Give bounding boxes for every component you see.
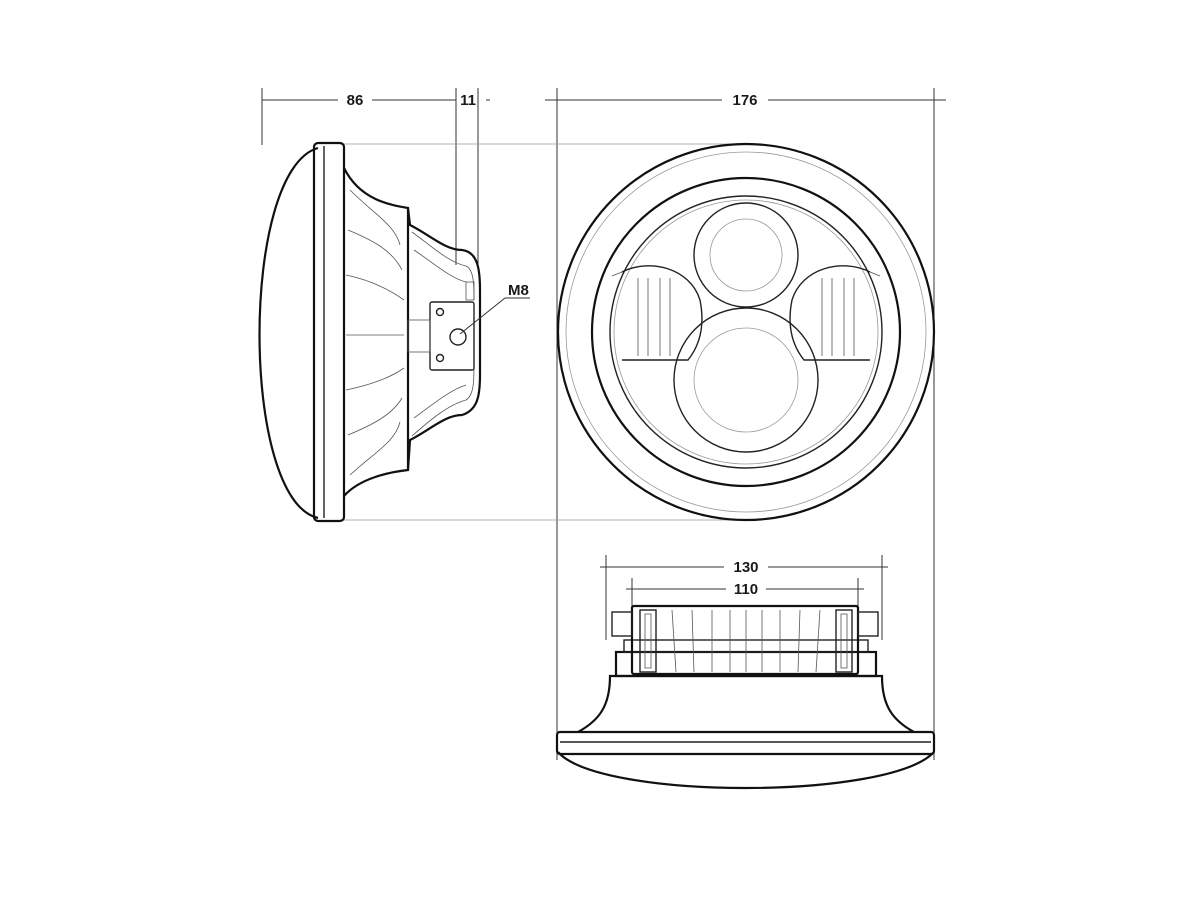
dimension-bottom-inner: 110 [626,578,864,610]
left-reflector [621,265,703,361]
upper-lens [693,202,799,308]
dimension-side-depth: 86 [261,88,456,145]
bottom-view [555,604,936,790]
dimension-bottom-outer: 130 [600,555,888,640]
dimension-mount-offset: 11 [455,88,490,268]
side-view [258,141,482,523]
dimension-diameter: 176 [545,88,946,760]
right-reflector [789,265,871,361]
dim-label-11: 11 [460,92,476,109]
dim-label-110: 110 [734,581,758,598]
dim-label-130: 130 [733,559,758,576]
dim-label-86: 86 [347,92,364,109]
front-view [556,142,936,522]
thread-callout: M8 [459,282,530,335]
callout-label-m8: M8 [508,282,529,299]
dim-label-176: 176 [732,92,757,109]
lower-lens [673,307,819,453]
